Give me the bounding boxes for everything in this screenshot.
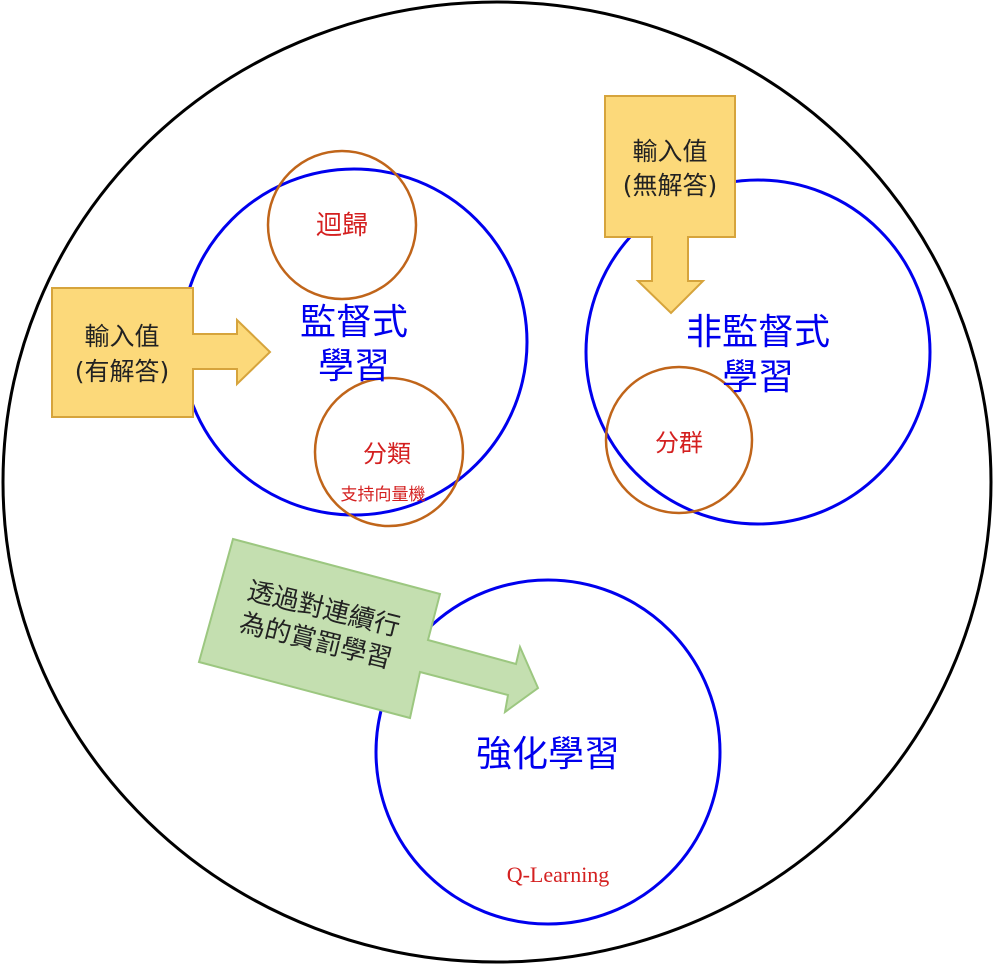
supervised-input-line2: (有解答) <box>75 357 170 386</box>
regression-label: 迴歸 <box>316 211 368 240</box>
unsupervised-title-line1: 非監督式 <box>686 312 830 353</box>
supervised-input-line1: 輸入值 <box>84 322 159 351</box>
unsupervised-input-line2: (無解答) <box>623 171 718 200</box>
supervised-input-arrow <box>51 287 272 418</box>
reinforcement-circle <box>374 578 722 926</box>
reinforcement-title: 強化學習 <box>476 734 620 775</box>
unsupervised-input-arrow <box>604 95 736 315</box>
classification-circle <box>313 376 465 528</box>
clustering-circle <box>604 365 754 515</box>
reinforcement-arrow <box>197 537 540 720</box>
unsupervised-title-line2: 學習 <box>722 357 794 398</box>
unsupervised-group: 非監督式 學習 分群 輸入值 (無解答) <box>584 95 932 526</box>
unsupervised-circle <box>584 178 932 526</box>
supervised-group: 迴歸 監督式 學習 分類 支持向量機 輸入值 (有解答) <box>51 149 529 528</box>
q-learning-label: Q-Learning <box>507 862 610 887</box>
supervised-title-line1: 監督式 <box>300 302 408 343</box>
reinforcement-group: 透過對連續行 為的賞罰學習 強化學習 Q-Learning <box>197 537 722 926</box>
unsupervised-input-line1: 輸入值 <box>632 137 707 166</box>
svm-label: 支持向量機 <box>341 485 426 504</box>
supervised-title-line2: 學習 <box>318 346 390 387</box>
clustering-label: 分群 <box>655 429 703 457</box>
classification-label: 分類 <box>363 440 411 468</box>
regression-circle <box>266 149 418 301</box>
